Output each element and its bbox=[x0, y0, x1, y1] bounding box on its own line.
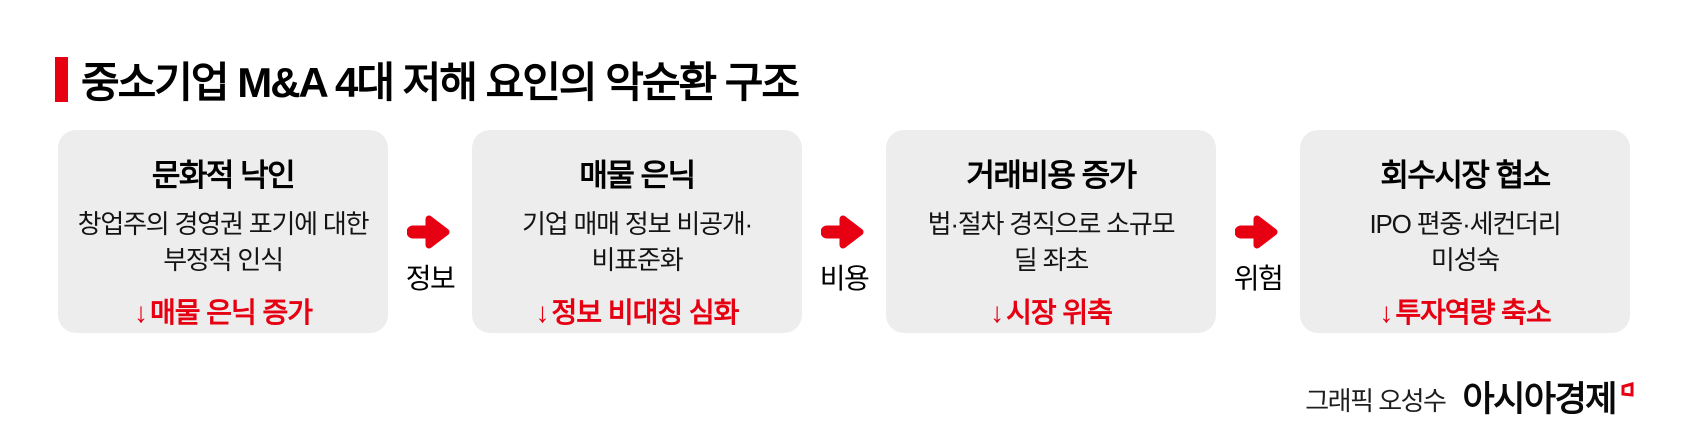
down-arrow-icon: ↓ bbox=[535, 297, 550, 328]
factor-result-label: 투자역량 축소 bbox=[1395, 297, 1551, 328]
desc-line: 창업주의 경영권 포기에 대한 bbox=[77, 209, 370, 239]
factor-description: 창업주의 경영권 포기에 대한 부정적 인식 bbox=[58, 206, 388, 278]
arrow-right-icon bbox=[821, 210, 867, 254]
connector-info: 정보 bbox=[388, 130, 472, 333]
desc-line: 부정적 인식 bbox=[163, 245, 284, 275]
desc-line: 법·절차 경직으로 소규모 bbox=[927, 209, 1176, 239]
footer: 그래픽 오성수 아시아경제 bbox=[1305, 371, 1634, 422]
flow-diagram: 문화적 낙인 창업주의 경영권 포기에 대한 부정적 인식 ↓매물 은닉 증가 … bbox=[58, 130, 1630, 333]
factor-result-label: 시장 위축 bbox=[1006, 297, 1113, 328]
factor-box-exit-market: 회수시장 협소 IPO 편중·세컨더리 미성숙 ↓투자역량 축소 bbox=[1300, 130, 1630, 333]
factor-result: ↓시장 위축 bbox=[886, 291, 1216, 331]
connector-label: 정보 bbox=[405, 263, 456, 294]
factor-result-label: 정보 비대칭 심화 bbox=[551, 297, 740, 328]
title-accent-bar bbox=[55, 57, 68, 102]
factor-title: 거래비용 증가 bbox=[966, 158, 1137, 193]
factor-result-label: 매물 은닉 증가 bbox=[149, 297, 313, 328]
factor-description: 기업 매매 정보 비공개· 비표준화 bbox=[472, 206, 802, 278]
connector-label: 비용 bbox=[819, 263, 870, 294]
connector-label: 위험 bbox=[1233, 263, 1284, 294]
factor-description: 법·절차 경직으로 소규모 딜 좌초 bbox=[886, 206, 1216, 278]
factor-box-cultural-stigma: 문화적 낙인 창업주의 경영권 포기에 대한 부정적 인식 ↓매물 은닉 증가 bbox=[58, 130, 388, 333]
page-title: 중소기업 M&A 4대 저해 요인의 악순환 구조 bbox=[81, 59, 800, 106]
down-arrow-icon: ↓ bbox=[990, 297, 1004, 328]
graphic-credit: 그래픽 오성수 bbox=[1305, 386, 1447, 416]
factor-result: ↓매물 은닉 증가 bbox=[58, 291, 388, 331]
factor-title: 매물 은닉 bbox=[579, 158, 696, 193]
desc-line: 딜 좌초 bbox=[1013, 245, 1089, 275]
down-arrow-icon: ↓ bbox=[133, 297, 148, 328]
arrow-right-icon bbox=[1235, 210, 1281, 254]
brand-logo-text: 아시아경제 bbox=[1462, 380, 1617, 419]
arrow-right-icon bbox=[407, 210, 453, 254]
factor-box-listing-concealment: 매물 은닉 기업 매매 정보 비공개· 비표준화 ↓정보 비대칭 심화 bbox=[472, 130, 802, 333]
factor-title: 문화적 낙인 bbox=[151, 158, 296, 193]
brand-logo: 아시아경제 bbox=[1462, 371, 1634, 422]
down-arrow-icon: ↓ bbox=[1379, 297, 1393, 328]
connector-cost: 비용 bbox=[802, 130, 886, 333]
asiae-mark-icon bbox=[1620, 368, 1634, 408]
desc-line: 미성숙 bbox=[1430, 245, 1500, 275]
header: 중소기업 M&A 4대 저해 요인의 악순환 구조 bbox=[55, 49, 800, 110]
desc-line: 비표준화 bbox=[591, 245, 684, 275]
factor-result: ↓투자역량 축소 bbox=[1300, 291, 1630, 331]
factor-description: IPO 편중·세컨더리 미성숙 bbox=[1300, 206, 1630, 278]
factor-box-transaction-cost: 거래비용 증가 법·절차 경직으로 소규모 딜 좌초 ↓시장 위축 bbox=[886, 130, 1216, 333]
desc-line: IPO 편중·세컨더리 bbox=[1369, 209, 1562, 239]
desc-line: 기업 매매 정보 비공개· bbox=[521, 209, 753, 239]
factor-title: 회수시장 협소 bbox=[1380, 158, 1551, 193]
factor-result: ↓정보 비대칭 심화 bbox=[472, 291, 802, 331]
connector-risk: 위험 bbox=[1216, 130, 1300, 333]
